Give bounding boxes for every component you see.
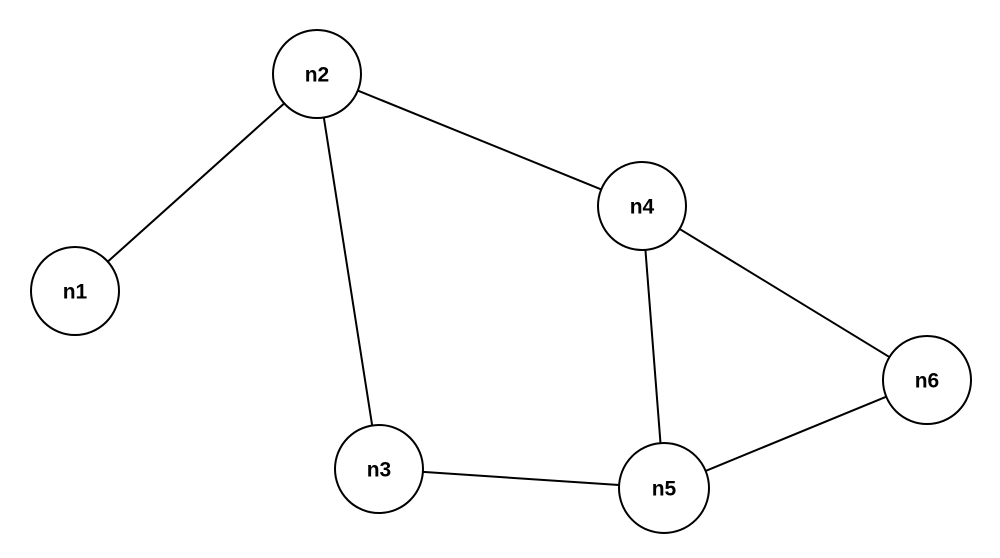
graph-node-n5[interactable]: n5 bbox=[618, 442, 710, 534]
graph-node-label-n3: n3 bbox=[367, 459, 392, 482]
edge-layer bbox=[106, 89, 891, 487]
graph-edge-n3-n5[interactable] bbox=[421, 470, 621, 487]
graph-edge-n5-n6[interactable] bbox=[704, 395, 888, 472]
graph-edge-n2-n3[interactable] bbox=[322, 116, 374, 427]
graph-node-label-n4: n4 bbox=[630, 196, 655, 219]
node-layer: n1 n2 n3 n4 n5 n6 bbox=[30, 29, 972, 534]
graph-node-circle-n1[interactable] bbox=[30, 246, 120, 336]
graph-node-n6[interactable]: n6 bbox=[882, 335, 972, 425]
graph-node-label-n6: n6 bbox=[915, 370, 940, 393]
graph-node-circle-n6[interactable] bbox=[882, 335, 972, 425]
graph-node-label-n1: n1 bbox=[63, 281, 88, 304]
graph-node-n3[interactable]: n3 bbox=[334, 424, 424, 514]
graph-edge-n4-n6[interactable] bbox=[678, 227, 891, 359]
graph-node-circle-n4[interactable] bbox=[597, 161, 687, 251]
graph-node-n1[interactable]: n1 bbox=[30, 246, 120, 336]
graph-node-label-n2: n2 bbox=[305, 64, 330, 87]
graph-edge-n1-n2[interactable] bbox=[106, 102, 286, 263]
graph-node-circle-n3[interactable] bbox=[334, 424, 424, 514]
graph-node-circle-n5[interactable] bbox=[618, 442, 710, 534]
graph-edge-n4-n5[interactable] bbox=[644, 248, 662, 445]
graph-edge-n2-n4[interactable] bbox=[356, 89, 603, 191]
graph-node-n2[interactable]: n2 bbox=[272, 29, 362, 119]
graph-node-n4[interactable]: n4 bbox=[597, 161, 687, 251]
graph-node-label-n5: n5 bbox=[652, 478, 677, 501]
graph-node-circle-n2[interactable] bbox=[272, 29, 362, 119]
